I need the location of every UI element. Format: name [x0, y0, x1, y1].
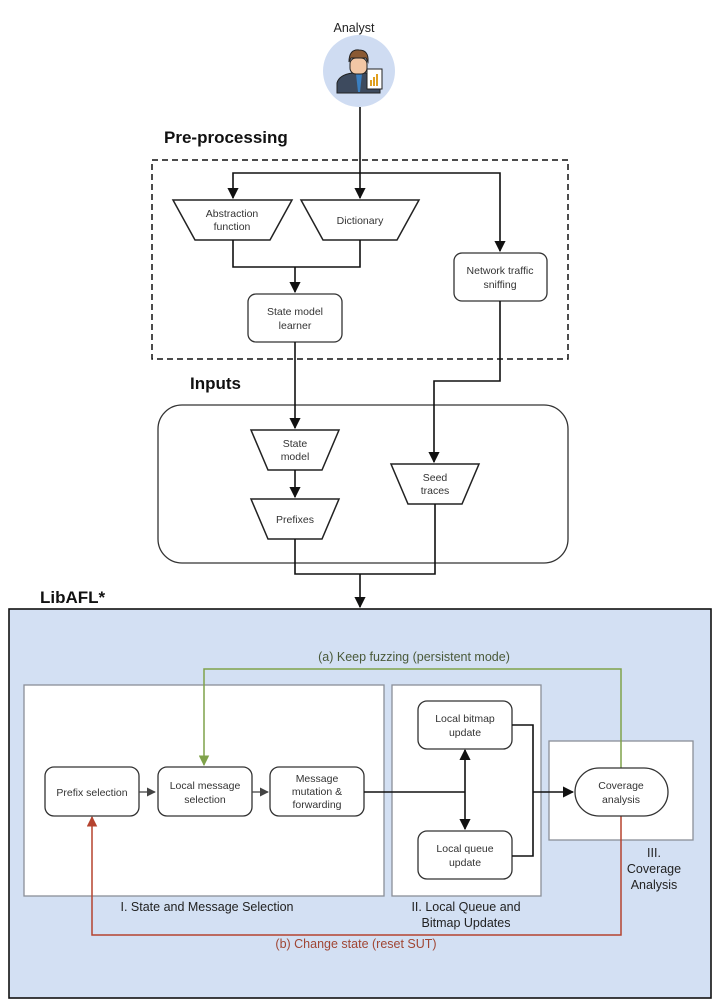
node-local-queue-update: Local queue update: [417, 830, 513, 880]
stage3-label-line3: Analysis: [631, 878, 678, 892]
stage3-label-line1: III.: [647, 846, 661, 860]
edge-analyst-to-sniffing: [360, 172, 506, 253]
svg-text:Abstraction: Abstraction: [206, 208, 259, 220]
node-abstraction-function: Abstraction function: [171, 199, 294, 241]
svg-text:update: update: [449, 857, 481, 869]
svg-text:Dictionary: Dictionary: [337, 215, 384, 227]
node-state-model-learner: State model learner: [247, 293, 343, 343]
analyst-icon: [323, 35, 395, 107]
edge-keep-fuzzing: [198, 668, 622, 768]
inputs-group: [157, 404, 569, 564]
svg-text:selection: selection: [184, 794, 226, 806]
node-seed-traces: Seed traces: [389, 463, 481, 505]
edge-merge-inputs: [294, 504, 436, 575]
svg-text:State: State: [283, 438, 308, 450]
edge-analyst-to-abstraction: [227, 172, 360, 200]
svg-text:update: update: [449, 727, 481, 739]
svg-text:Local message: Local message: [170, 780, 241, 792]
stage2-label-line2: Bitmap Updates: [422, 916, 511, 930]
node-prefixes: Prefixes: [249, 498, 341, 540]
svg-text:analysis: analysis: [602, 794, 640, 806]
keep-fuzzing-label: (a) Keep fuzzing (persistent mode): [318, 650, 510, 664]
svg-text:mutation &: mutation &: [292, 786, 342, 798]
node-coverage-analysis: Coverage analysis: [574, 767, 669, 817]
preprocessing-group: [151, 159, 569, 360]
svg-text:Seed: Seed: [423, 472, 448, 484]
svg-text:forwarding: forwarding: [292, 799, 341, 811]
libafl-title: LibAFL*: [40, 588, 106, 607]
svg-text:model: model: [281, 451, 310, 463]
node-network-traffic-sniffing: Network traffic sniffing: [453, 252, 548, 302]
svg-text:Local bitmap: Local bitmap: [435, 713, 495, 725]
svg-text:Message: Message: [296, 773, 339, 785]
node-message-mutation-forwarding: Message mutation & forwarding: [269, 766, 365, 817]
svg-text:learner: learner: [279, 320, 312, 332]
node-dictionary: Dictionary: [299, 199, 421, 241]
node-local-bitmap-update: Local bitmap update: [417, 700, 513, 750]
preprocessing-title: Pre-processing: [164, 128, 288, 147]
svg-text:State model: State model: [267, 306, 323, 318]
node-state-model: State model: [249, 429, 341, 471]
edge-merge-preprocessing: [232, 240, 361, 268]
edge-sniffing-to-seed-traces: [428, 301, 501, 464]
node-prefix-selection: Prefix selection: [44, 766, 140, 817]
inputs-title: Inputs: [190, 374, 241, 393]
svg-text:Prefixes: Prefixes: [276, 514, 314, 526]
svg-text:Prefix selection: Prefix selection: [56, 787, 127, 799]
svg-text:traces: traces: [421, 485, 450, 497]
stage1-label: I. State and Message Selection: [120, 900, 293, 914]
svg-text:Network traffic: Network traffic: [467, 265, 534, 277]
svg-text:sniffing: sniffing: [483, 279, 516, 291]
edge-updates-merge: [512, 724, 534, 857]
stage2-label-line1: II. Local Queue and: [411, 900, 520, 914]
stage3-label-line2: Coverage: [627, 862, 681, 876]
svg-text:function: function: [214, 221, 251, 233]
edge-change-state: [86, 815, 622, 936]
svg-text:Coverage: Coverage: [598, 780, 644, 792]
change-state-label: (b) Change state (reset SUT): [275, 937, 436, 951]
node-local-message-selection: Local message selection: [157, 766, 253, 817]
svg-text:Local queue: Local queue: [436, 843, 493, 855]
actor-label: Analyst: [334, 21, 376, 35]
